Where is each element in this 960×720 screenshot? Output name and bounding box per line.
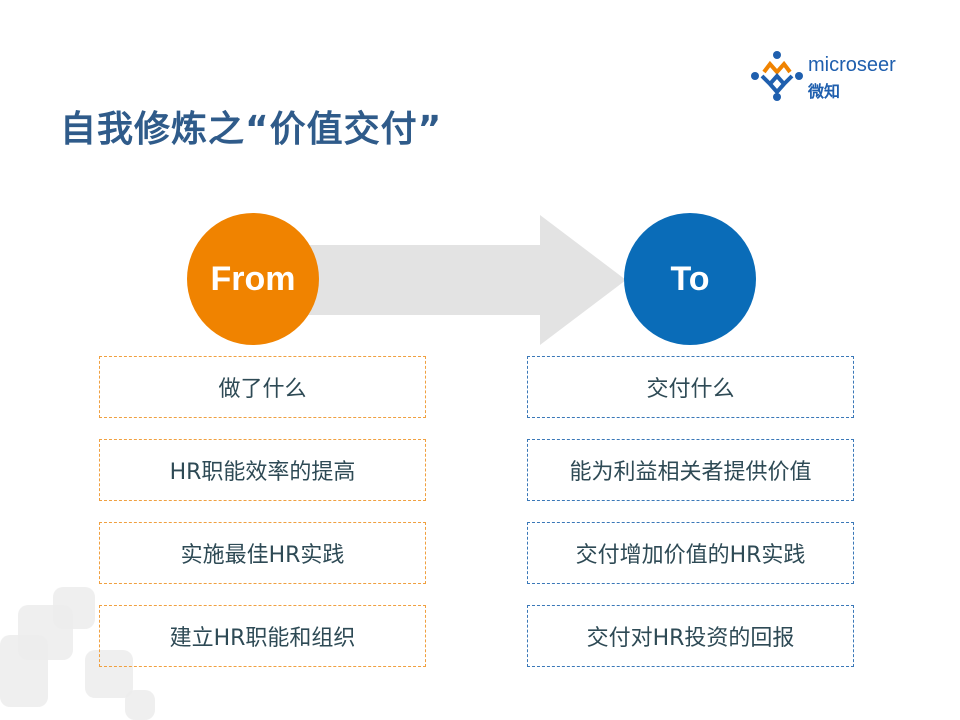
logo-text: microseer — [808, 54, 896, 76]
logo: microseer 微知 — [750, 50, 910, 102]
to-circle: To — [624, 213, 756, 345]
logo-icon — [751, 51, 803, 101]
decor-square — [125, 690, 155, 720]
page-title: 自我修炼之“价值交付” — [60, 109, 443, 150]
from-item: 建立HR职能和组织 — [99, 605, 426, 667]
decor-square — [53, 587, 95, 629]
from-item: HR职能效率的提高 — [99, 439, 426, 501]
to-item: 交付什么 — [527, 356, 854, 418]
to-item: 能为利益相关者提供价值 — [527, 439, 854, 501]
decor-square — [85, 650, 133, 698]
arrow-icon — [290, 215, 626, 345]
logo-text-cn: 微知 — [808, 82, 841, 101]
from-circle: From — [187, 213, 319, 345]
to-item: 交付增加价值的HR实践 — [527, 522, 854, 584]
from-item: 实施最佳HR实践 — [99, 522, 426, 584]
from-item: 做了什么 — [99, 356, 426, 418]
to-item: 交付对HR投资的回报 — [527, 605, 854, 667]
